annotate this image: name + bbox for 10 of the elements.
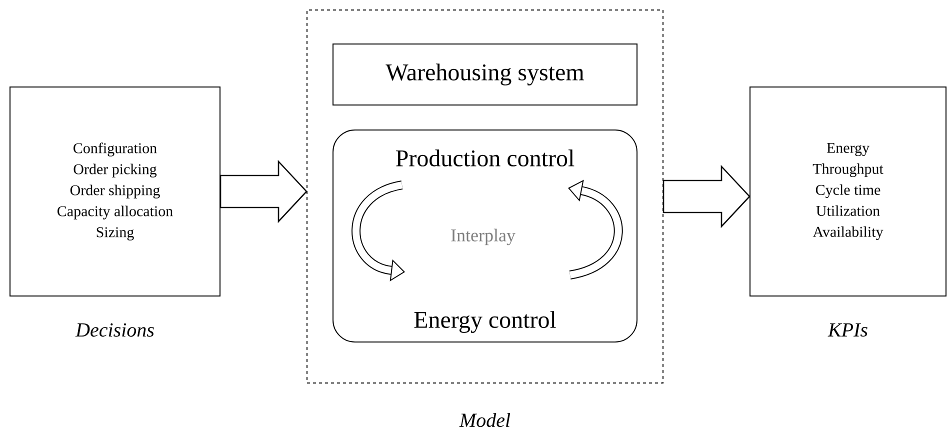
input-box: Configuration Order picking Order shipping Capacity allocation Sizing: [10, 86, 220, 296]
node-label: Decisions: [75, 323, 154, 337]
control-box: Production control Interplay Energy control: [332, 130, 638, 342]
node-label: Model: [459, 412, 510, 428]
node-label: KPIs: [828, 323, 868, 337]
block-arrow: [220, 160, 308, 224]
input-box: Energy Throughput Cycle time Utilization Availability: [750, 86, 946, 296]
model-frame: [306, 10, 664, 384]
block-arrow: [662, 164, 750, 228]
system-box: Warehousing system: [332, 44, 638, 106]
